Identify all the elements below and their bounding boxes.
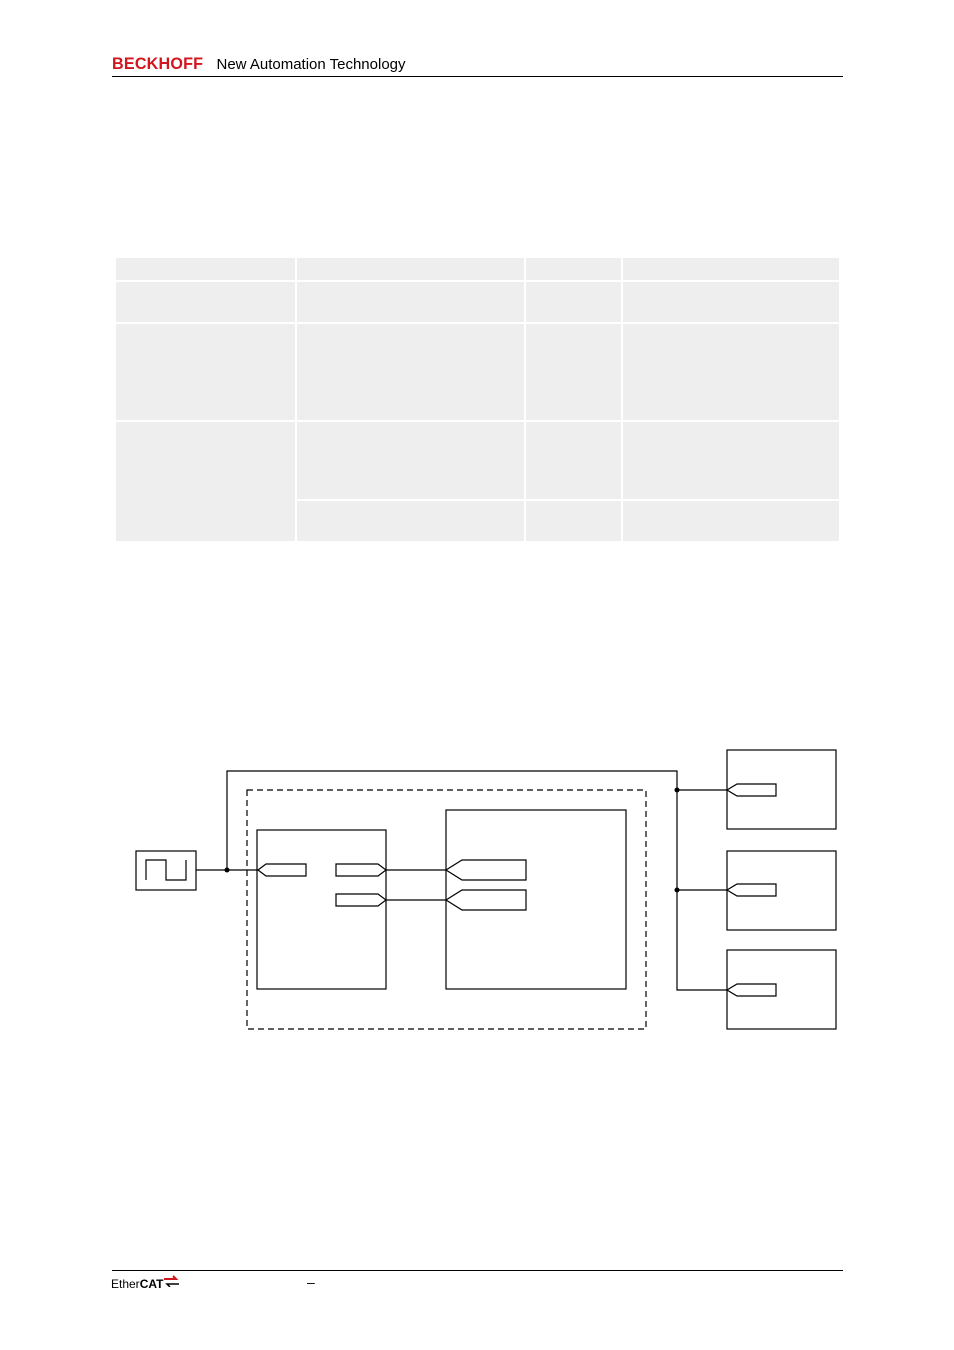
footer-separator: – xyxy=(307,1274,315,1290)
table-row xyxy=(116,282,839,322)
input-port-right-2 xyxy=(444,889,527,911)
header-rule xyxy=(112,76,843,77)
ethercat-arrow-icon xyxy=(164,1275,180,1288)
table-cell xyxy=(297,324,524,420)
table-cell xyxy=(116,324,295,420)
table-cell xyxy=(526,324,621,420)
table-row xyxy=(116,324,839,420)
table-header-cell xyxy=(526,258,621,280)
table-cell xyxy=(297,501,524,541)
table-cell xyxy=(526,282,621,322)
brand-tagline: New Automation Technology xyxy=(216,56,406,73)
slave-port-1 xyxy=(725,783,777,797)
table-cell xyxy=(526,422,621,499)
slave-box-2 xyxy=(726,850,837,931)
table-cell xyxy=(526,501,621,541)
ethercat-logo-text: Ether xyxy=(111,1277,140,1291)
inner-block-left xyxy=(256,829,387,990)
slave-box-1 xyxy=(726,749,837,830)
slave-port-2 xyxy=(725,883,777,897)
junction-dot xyxy=(674,787,680,793)
input-port xyxy=(257,863,307,877)
table-cell xyxy=(623,501,839,541)
table-cell xyxy=(297,422,524,499)
junction-dot xyxy=(674,887,680,893)
table-cell xyxy=(623,422,839,499)
inner-block-right xyxy=(445,809,627,990)
footer-rule xyxy=(112,1270,843,1271)
table-cell xyxy=(116,422,295,541)
table-row xyxy=(116,422,839,541)
table-header-cell xyxy=(297,258,524,280)
table-cell xyxy=(116,282,295,322)
slave-port-3 xyxy=(725,983,777,997)
table-header-row xyxy=(116,258,839,280)
slave-box-3 xyxy=(726,949,837,1030)
header-logo: BECKHOFF New Automation Technology xyxy=(112,54,406,76)
junction-dot xyxy=(224,867,230,873)
table-cell xyxy=(297,282,524,322)
input-port-right-1 xyxy=(444,859,527,881)
spec-table xyxy=(114,256,841,543)
table-header-cell xyxy=(116,258,295,280)
square-wave-icon xyxy=(145,859,187,881)
output-port-1 xyxy=(335,863,387,877)
ethercat-logo-text-bold: CAT xyxy=(139,1277,164,1291)
table-row xyxy=(116,501,839,541)
bus-line xyxy=(226,770,727,991)
table-header-cell xyxy=(623,258,839,280)
output-port-2 xyxy=(335,893,387,907)
table-cell xyxy=(623,282,839,322)
ethercat-logo: EtherCAT xyxy=(111,1275,180,1293)
table-cell xyxy=(623,324,839,420)
brand-logo: BECKHOFF xyxy=(112,54,204,73)
